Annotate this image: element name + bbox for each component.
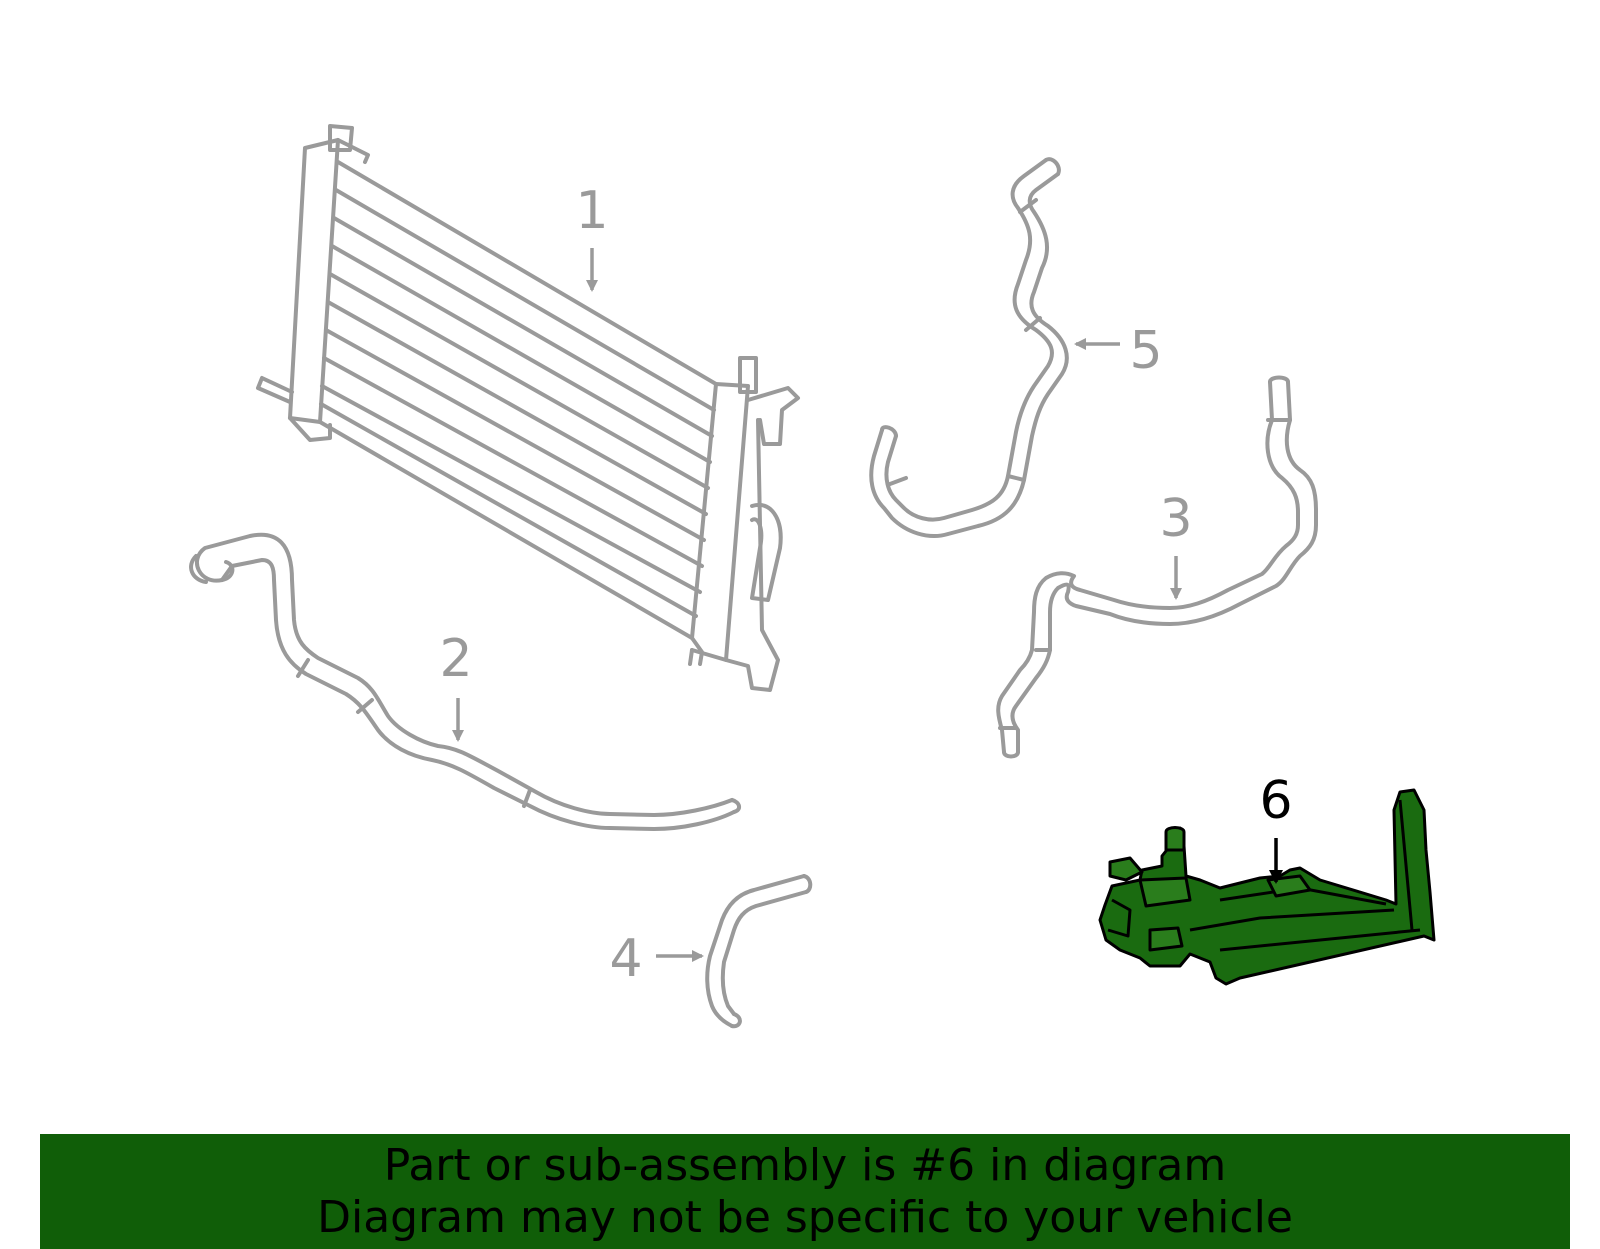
banner-line-1: Part or sub-assembly is #6 in diagram — [383, 1139, 1227, 1191]
callout-4: 4 — [609, 929, 642, 989]
upper-hose-part — [869, 157, 1069, 539]
heater-hose-part — [996, 375, 1318, 759]
callout-labels: 1 2 3 4 5 6 — [439, 181, 1292, 989]
bypass-hose-part — [705, 874, 813, 1029]
lower-hose-part — [189, 532, 741, 831]
callout-3: 3 — [1159, 489, 1192, 549]
water-pump-assembly-part — [1098, 788, 1436, 986]
callout-6: 6 — [1259, 771, 1292, 831]
callout-5: 5 — [1129, 321, 1162, 381]
leader-arrows — [452, 248, 1283, 962]
radiator-part — [256, 124, 800, 692]
callout-1: 1 — [575, 181, 608, 241]
callout-2: 2 — [439, 629, 472, 689]
info-banner: Part or sub-assembly is #6 in diagram Di… — [40, 1134, 1570, 1249]
banner-line-2: Diagram may not be specific to your vehi… — [317, 1191, 1293, 1243]
